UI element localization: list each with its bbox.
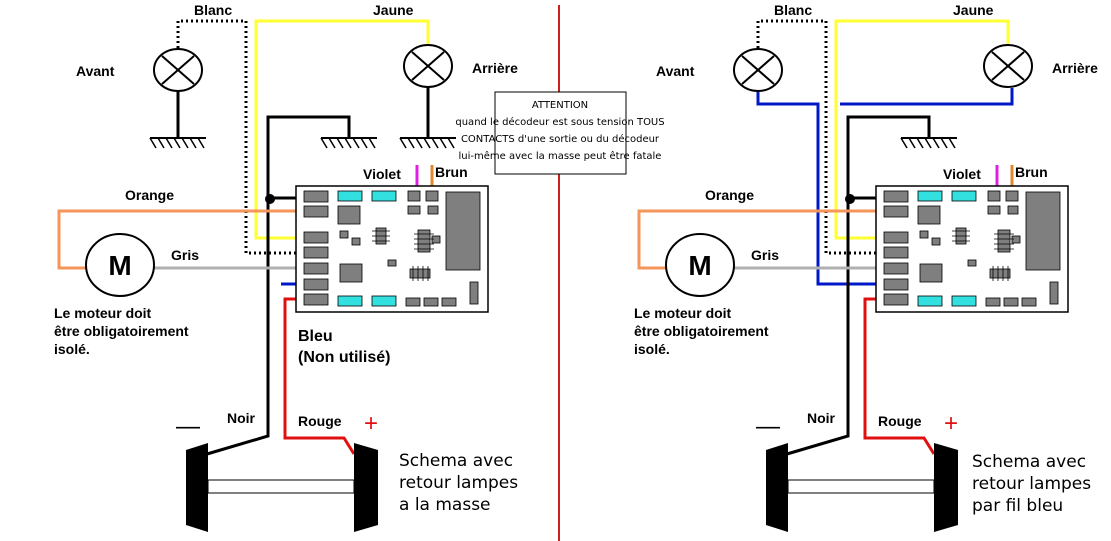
- ground-icon: [149, 137, 207, 149]
- black-wire: [206, 115, 351, 456]
- warning-line-2: quand le décodeur est sous tension TOUS: [455, 116, 664, 128]
- red-wire: [863, 297, 936, 455]
- label-brun: Brun: [435, 164, 468, 180]
- warning-line-3: CONTACTS d'une sortie ou du décodeur: [461, 133, 660, 145]
- label-violet: Violet: [363, 166, 401, 182]
- blue-wire: [756, 90, 881, 286]
- label-arriere: Arrière: [472, 60, 518, 76]
- motor-note-line-1: Le moteur doit: [634, 305, 732, 321]
- decoder-board: [295, 185, 489, 313]
- wheelset-icon: [186, 443, 378, 532]
- motor-note-line-2: être obligatoirement: [634, 323, 769, 339]
- caption-line-2: retour lampes: [399, 473, 518, 493]
- motor-note-line-1: Le moteur doit: [54, 305, 152, 321]
- motor-letter: M: [688, 250, 711, 281]
- label-jaune: Jaune: [953, 2, 994, 18]
- ground-icon: [320, 137, 378, 149]
- rear-lamp-icon: [403, 44, 453, 88]
- minus-sign: —: [756, 413, 780, 440]
- wheelset-icon: [766, 443, 958, 532]
- front-lamp-icon: [733, 48, 783, 92]
- label-avant: Avant: [76, 63, 115, 79]
- ground-icon: [900, 137, 958, 149]
- blue-wire: [840, 88, 1014, 106]
- label-gris: Gris: [751, 247, 779, 263]
- label-rouge: Rouge: [878, 413, 922, 429]
- orange-wire: [57, 209, 301, 270]
- label-noir: Noir: [807, 410, 836, 426]
- caption-line-3: a la masse: [399, 495, 491, 515]
- label-jaune: Jaune: [373, 2, 414, 18]
- label-rouge: Rouge: [298, 413, 342, 429]
- plus-sign: +: [364, 410, 378, 437]
- label-arriere: Arrière: [1052, 60, 1098, 76]
- motor-letter: M: [108, 250, 131, 281]
- motor-note-line-3: isolé.: [54, 341, 90, 357]
- decoder-board: [875, 185, 1069, 313]
- caption-line-3: par fil bleu: [972, 496, 1063, 516]
- right-schematic: M Blanc Jaune Avant Arrière Violet Brun …: [634, 2, 1098, 532]
- label-blanc: Blanc: [774, 2, 812, 18]
- label-brun: Brun: [1015, 164, 1048, 180]
- motor-note-line-2: être obligatoirement: [54, 323, 189, 339]
- caption-line-1: Schema avec: [972, 452, 1086, 472]
- label-violet: Violet: [943, 166, 981, 182]
- yellow-wire: [834, 19, 1010, 240]
- front-lamp-icon: [153, 48, 203, 92]
- warning-line-4: lui-même avec la masse peut être fatale: [459, 150, 662, 162]
- caption-line-1: Schema avec: [399, 451, 513, 471]
- rear-lamp-icon: [983, 44, 1033, 88]
- motor-icon: M: [85, 233, 155, 297]
- label-avant: Avant: [656, 63, 695, 79]
- warning-box: ATTENTION quand le décodeur est sous ten…: [455, 91, 665, 175]
- label-non-utilise: (Non utilisé): [298, 349, 390, 366]
- motor-icon: M: [665, 233, 735, 297]
- label-bleu: Bleu: [298, 328, 333, 345]
- label-noir: Noir: [227, 410, 256, 426]
- label-blanc: Blanc: [194, 2, 232, 18]
- motor-note-line-3: isolé.: [634, 341, 670, 357]
- label-gris: Gris: [171, 247, 199, 263]
- red-wire: [283, 297, 356, 455]
- left-schematic: M Blanc Jaune Avant Arrière Violet Brun …: [54, 2, 518, 532]
- white-wire: [756, 19, 881, 255]
- warning-line-1: ATTENTION: [532, 100, 588, 111]
- ground-icon: [399, 137, 457, 149]
- black-wire: [786, 115, 931, 456]
- label-orange: Orange: [125, 187, 174, 203]
- label-orange: Orange: [705, 187, 754, 203]
- orange-wire: [637, 209, 881, 270]
- minus-sign: —: [176, 413, 200, 440]
- yellow-wire: [254, 19, 430, 240]
- caption-line-2: retour lampes: [972, 474, 1091, 494]
- plus-sign: +: [944, 410, 958, 437]
- white-wire: [176, 19, 301, 255]
